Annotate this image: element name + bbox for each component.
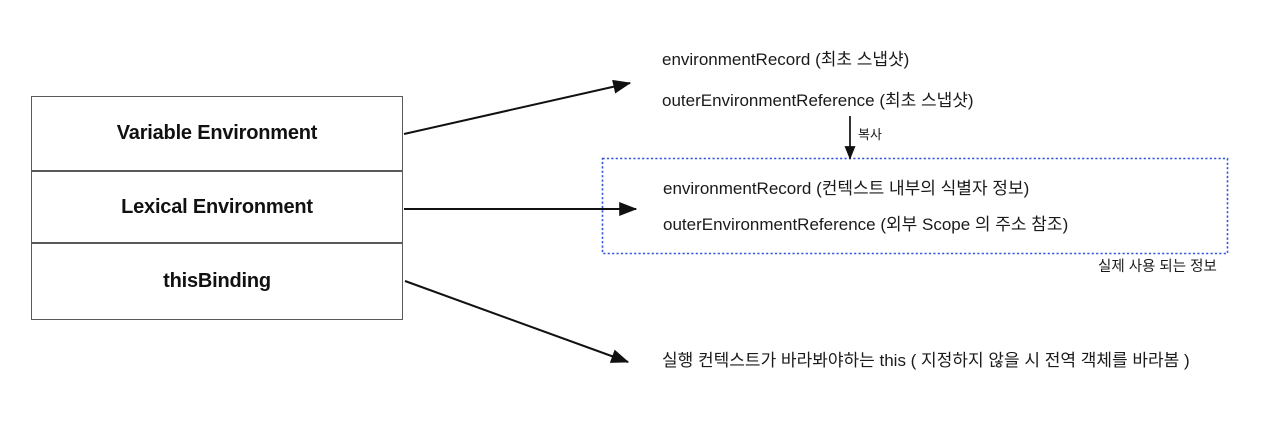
stack-cell-variable-environment[interactable]: Variable Environment [31,96,403,171]
arrow-variable-environment-to-snapshot [403,79,632,135]
stack-label-this-binding: thisBinding [163,270,271,292]
execution-context-stack: Variable Environment Lexical Environment… [31,96,403,320]
stack-label-lexical-environment: Lexical Environment [121,195,313,218]
arrow-this-binding-to-this-text [404,280,630,363]
copy-arrow-label: 복사 [858,127,882,142]
stack-cell-lexical-environment[interactable]: Lexical Environment [31,171,403,243]
active-record-dotted-box [601,157,1229,255]
this-binding-description: 실행 컨텍스트가 바라봐야하는 this ( 지정하지 않을 시 전역 객체를 … [662,351,1190,370]
snapshot-environment-record: environmentRecord (최초 스냅샷) [662,50,910,69]
active-record-caption: 실제 사용 되는 정보 [1098,259,1217,275]
active-environment-record: environmentRecord (컨텍스트 내부의 식별자 정보) [663,179,1030,198]
snapshot-outer-environment-reference: outerEnvironmentReference (최초 스냅샷) [662,91,974,110]
stack-label-variable-environment: Variable Environment [116,122,318,144]
active-outer-environment-reference: outerEnvironmentReference (외부 Scope 의 주소… [663,215,1069,234]
stack-cell-this-binding[interactable]: thisBinding [31,243,403,320]
